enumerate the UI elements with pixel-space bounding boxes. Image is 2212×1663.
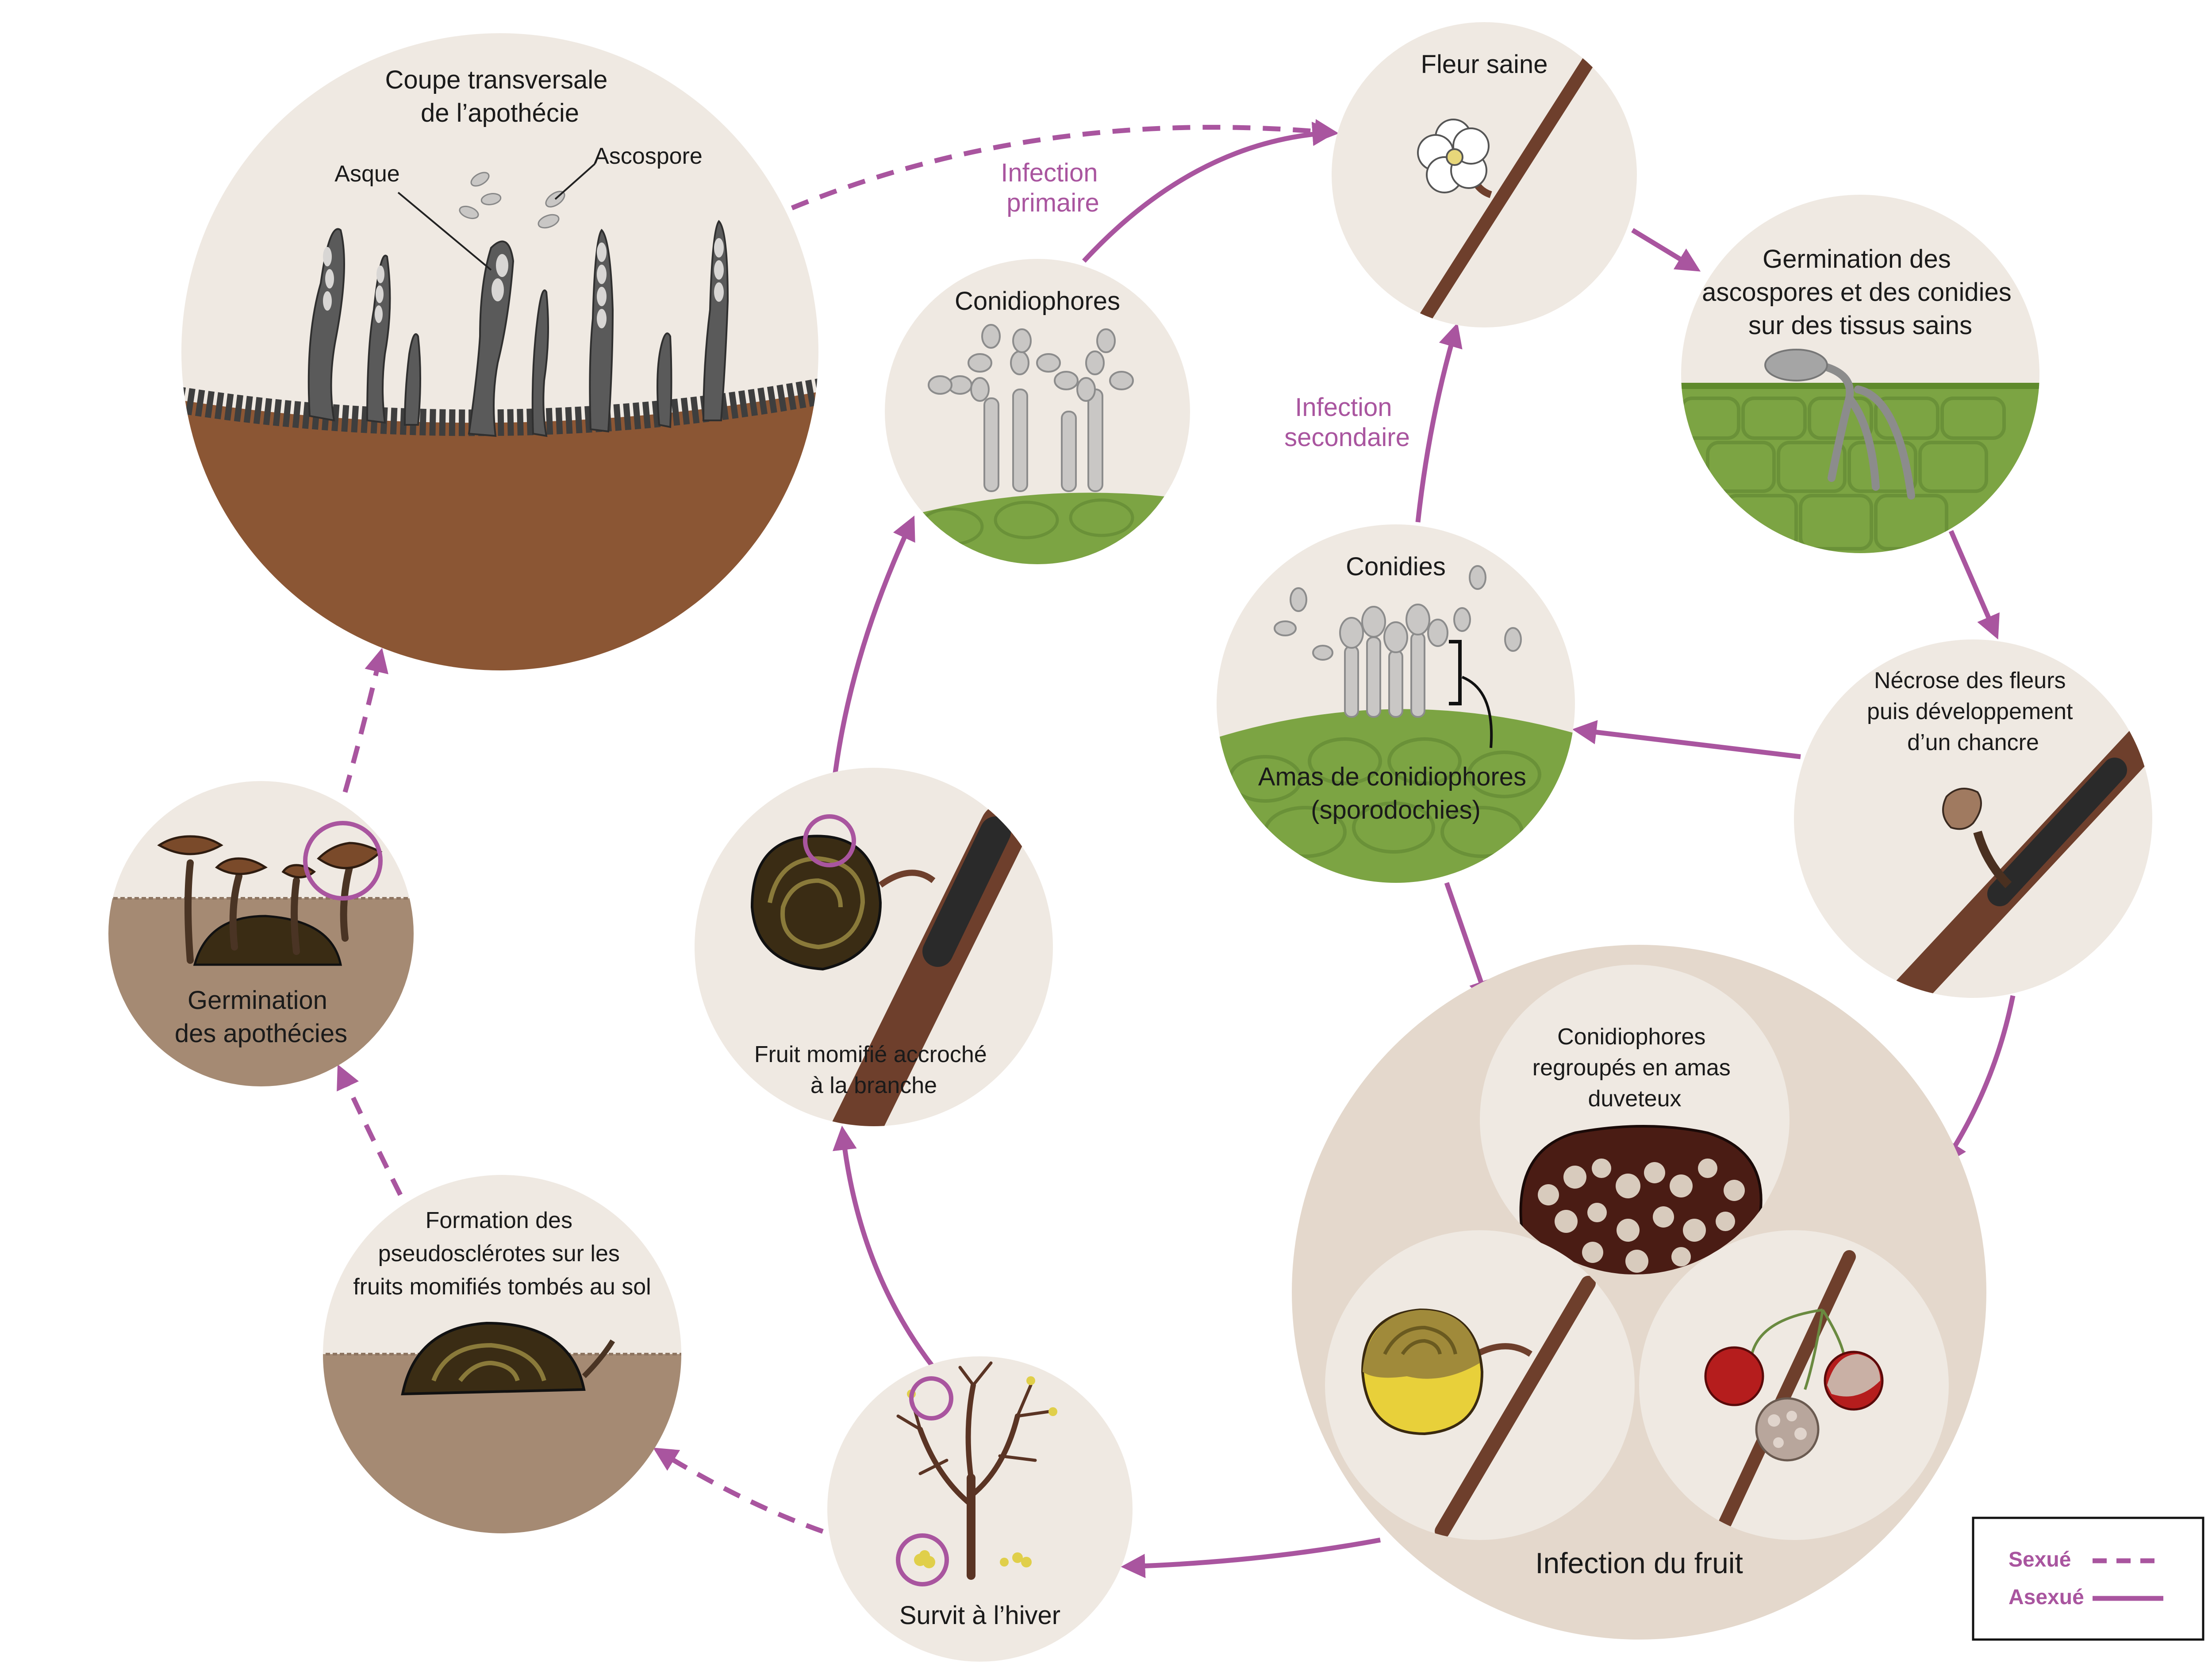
pseudosclerotia-circle: Formation des pseudosclérotes sur les fr… xyxy=(323,1175,681,1533)
infected-apricot-icon xyxy=(1361,1308,1484,1436)
overwinter-circle: Survit à l’hiver xyxy=(827,1356,1133,1662)
arrow-conid-to-flower xyxy=(1415,323,1463,523)
apothecia-highlight-ring xyxy=(303,821,383,901)
arrow-winter-to-mummy xyxy=(833,1125,936,1369)
conidiophore-chains xyxy=(928,324,1134,492)
released-ascospores xyxy=(459,172,565,229)
fluffy-clusters-title: Conidiophores regroupés en amas duveteux xyxy=(1532,1024,1737,1112)
secondary-infection-label: Infection secondaire xyxy=(1284,393,1410,452)
healthy-flower-circle: Fleur saine xyxy=(1332,22,1637,327)
arrow-germ-to-necro xyxy=(1948,530,2000,640)
fruit-infection-title: Infection du fruit xyxy=(1535,1547,1743,1579)
free-conidia xyxy=(1274,565,1522,661)
germ-tube xyxy=(1823,363,1915,500)
mummified-fruit-icon xyxy=(750,835,882,971)
pseudosclerotium-icon xyxy=(401,1321,615,1396)
legend-box: Sexué Asexué xyxy=(1972,1517,2204,1641)
ascospore-label: Ascospore xyxy=(594,143,703,169)
necrosis-canker-circle: Nécrose des fleurs puis développement d’… xyxy=(1794,639,2152,998)
arrow-apothecia-to-flower xyxy=(791,119,1339,211)
apothecia-germination-circle: Germination des apothécies xyxy=(108,781,414,1086)
arrow-necro-to-fruit xyxy=(1943,995,2016,1166)
legend-sexual-label: Sexué xyxy=(2008,1548,2071,1571)
wilted-flower-icon xyxy=(1942,788,1982,830)
ascospores-in-asci xyxy=(323,238,724,328)
necrosis-title: Nécrose des fleurs puis développement d’… xyxy=(1867,668,2079,755)
arrow-cphore-to-flower xyxy=(1082,122,1337,263)
apothecia-germination-title: Germination des apothécies xyxy=(175,986,347,1048)
legend-asexual-label: Asexué xyxy=(2008,1586,2084,1609)
cherry-icons xyxy=(1704,1346,1884,1462)
arrow-pseudo-to-gapo xyxy=(337,1064,403,1196)
conidia-title: Conidies xyxy=(1346,552,1446,581)
white-flower-icon xyxy=(1417,119,1490,193)
asque-label: Asque xyxy=(334,161,399,187)
arrow-fruit-to-winter xyxy=(1121,1537,1381,1578)
overwinter-title: Survit à l’hiver xyxy=(899,1601,1060,1630)
tree-mummy-ring xyxy=(909,1376,953,1420)
germination-tissue-circle: Germination des ascospores et des conidi… xyxy=(1681,195,2039,553)
apothecia-section-title: Coupe transversale de l’apothécie xyxy=(385,65,614,127)
pseudosclerotia-title: Formation des pseudosclérotes sur les fr… xyxy=(353,1208,651,1300)
arrow-flower-to-germ xyxy=(1631,228,1701,272)
conidiophore-cluster xyxy=(1339,604,1448,718)
conidiophores-circle: Conidiophores xyxy=(885,259,1190,564)
arrow-gapo-to-apothecia xyxy=(342,647,388,793)
conidia-sporodochia-circle: Conidies Amas de conidiophores (sporodoc… xyxy=(1217,524,1575,883)
mummy-branch-title: Fruit momifié accroché à la branche xyxy=(754,1042,993,1098)
apothecia-cups xyxy=(157,835,383,878)
ground-mummy-ring xyxy=(896,1533,949,1586)
fruit-infection-circle: Conidiophores regroupés en amas duveteux xyxy=(1292,945,1986,1640)
mummy-branch-circle: Fruit momifié accroché à la branche xyxy=(695,768,1053,1126)
sporodochia-label: Amas de conidiophores (sporodochies) xyxy=(1258,762,1533,824)
arrow-necro-to-conid xyxy=(1572,720,1801,759)
mummy-highlight-ring xyxy=(803,814,856,867)
fluffy-conidia-tufts xyxy=(1538,1159,1745,1273)
healthy-flower-title: Fleur saine xyxy=(1421,50,1548,79)
germination-tissue-title: Germination des ascospores et des conidi… xyxy=(1702,245,2019,340)
conidiophores-title: Conidiophores xyxy=(955,287,1120,316)
arrow-mummy-to-cphore xyxy=(831,516,915,784)
apothecia-section-circle: Coupe transversale de l’apothécie Asque … xyxy=(181,33,818,670)
arrow-conid-to-fruit xyxy=(1444,882,1493,1005)
primary-infection-label: Infection primaire xyxy=(1001,158,1105,217)
